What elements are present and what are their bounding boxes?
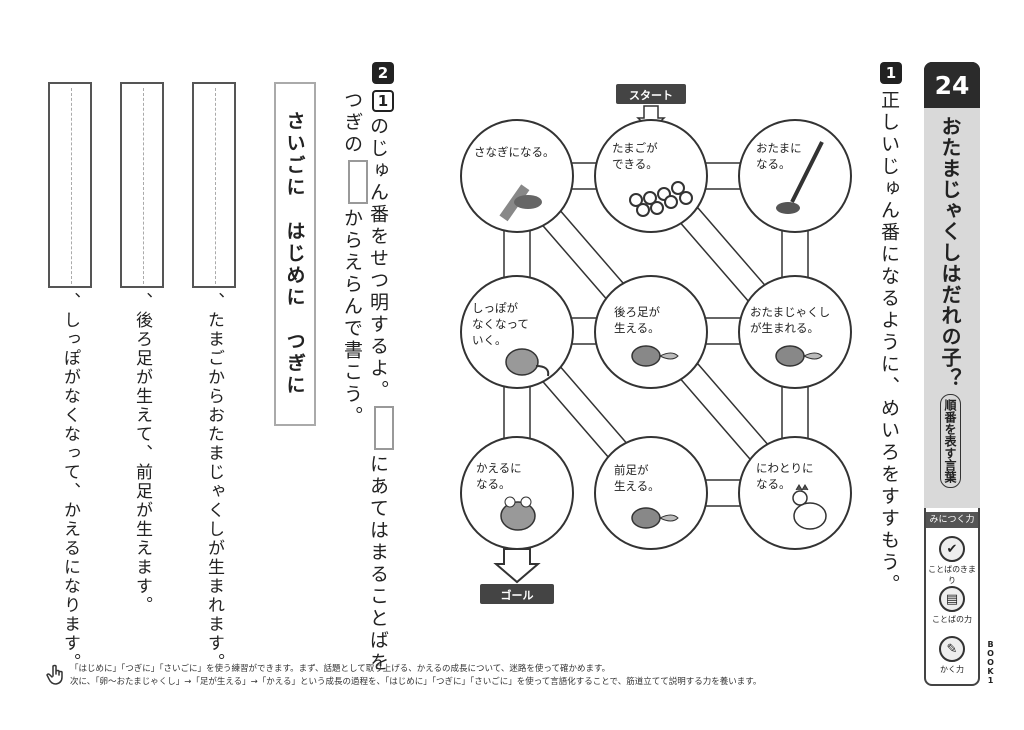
maze-node-tail: しっぽが	[472, 301, 518, 315]
maze-diagram: スタート さなぎになる。 たまごが できる。 おたまに なる。 しっぽが なくな…	[460, 84, 852, 604]
frog-image	[500, 496, 536, 531]
skill-vocabulary: ▤ ことばの力	[926, 586, 978, 625]
pupa-image	[499, 184, 542, 222]
skills-header: みにつく力	[926, 512, 978, 528]
chicken-image	[792, 484, 827, 530]
question2-marker: 2	[372, 62, 394, 84]
teacher-note: 「はじめに」「つぎに」「さいごに」を使う練習ができます。まず、話題として取り上げ…	[70, 663, 761, 689]
pointing-hand-icon	[46, 664, 63, 685]
tadpole-hindlegs-image	[631, 345, 679, 367]
question1-marker: 1	[880, 62, 902, 84]
choice-box-sample	[347, 160, 368, 204]
question2-instruction-line2: つぎのからえらんで書こう。	[339, 90, 368, 428]
skill-label: ことばのきまり	[928, 565, 976, 585]
answer-box-2[interactable]	[120, 82, 164, 288]
check-icon: ✔	[939, 536, 965, 562]
blank-box-sample	[373, 406, 394, 450]
maze-node-frog: かえるに	[476, 461, 522, 475]
maze-node-tadpole: おたまじゃくし	[750, 305, 830, 319]
tadpole-image	[775, 345, 823, 367]
maze-node-egg: たまごが	[612, 141, 658, 155]
svg-text:なくなって: なくなって	[472, 317, 529, 331]
book-label: BOOK1	[986, 640, 995, 685]
svg-text:なる。: なる。	[756, 477, 791, 491]
maze-node-hindlegs: 後ろ足が	[614, 305, 660, 319]
word-choice-box: さいごに はじめに つぎに	[274, 82, 316, 426]
tadpole-forelegs-image	[631, 507, 679, 529]
title-band	[924, 108, 980, 508]
teacher-note-line2: 次に、「卵～おたまじゃくし」→「足が生える」→「かえる」という成長の過程を、「は…	[70, 677, 762, 687]
svg-text:生える。: 生える。	[614, 479, 660, 493]
skill-grammar: ✔ ことばのきまり	[926, 536, 978, 586]
maze-goal-label: ゴール	[480, 548, 554, 604]
answer-box-1[interactable]	[192, 82, 236, 288]
maze-node-chicken: にわとりに	[756, 461, 814, 475]
book-icon: ▤	[939, 586, 965, 612]
maze-node-ladle: おたまに	[756, 141, 802, 155]
maze-node-forelegs: 前足が	[614, 463, 649, 477]
answer-sentence-3: 、しっぽがなくなって、かえるになります。	[60, 292, 80, 672]
skill-label: かく力	[940, 665, 964, 674]
svg-text:スタート: スタート	[629, 89, 673, 102]
svg-text:なる。: なる。	[476, 477, 511, 491]
answer-sentence-1: 、たまごからおたまじゃくしが生まれます。	[204, 292, 224, 672]
question2-instruction-line1: のじゅん番をせつ明するよ。にあてはまることばを	[365, 116, 394, 674]
lesson-number: 24	[924, 62, 980, 108]
froglet-image	[505, 348, 550, 377]
answer-box-3[interactable]	[48, 82, 92, 288]
eggs-image	[629, 181, 693, 217]
maze-node-pupa: さなぎになる。	[474, 145, 555, 159]
svg-text:なる。: なる。	[756, 157, 791, 171]
answer-sentence-2: 、後ろ足が生えて、前足が生えます。	[132, 292, 152, 615]
skill-writing: ✎ かく力	[926, 636, 978, 675]
lesson-title: おたまじゃくしはだれの子？	[938, 116, 962, 389]
lesson-subtitle: 順番を表す言葉	[940, 394, 961, 488]
word-choices: さいごに はじめに つぎに	[283, 111, 306, 397]
svg-text:ゴール: ゴール	[501, 588, 534, 602]
pencil-icon: ✎	[939, 636, 965, 662]
svg-text:できる。: できる。	[612, 157, 658, 171]
ladle-image	[776, 141, 824, 214]
question1-instruction: 正しいじゅん番になるように、めいろをすすもう。	[878, 90, 900, 596]
svg-text:いく。: いく。	[472, 333, 507, 347]
svg-text:が生まれる。: が生まれる。	[750, 321, 819, 335]
question2-subpart-marker: 1	[372, 90, 394, 112]
teacher-note-line1: 「はじめに」「つぎに」「さいごに」を使う練習ができます。まず、話題として取り上げ…	[70, 664, 611, 674]
skill-label: ことばの力	[932, 615, 972, 624]
svg-text:生える。: 生える。	[614, 321, 660, 335]
